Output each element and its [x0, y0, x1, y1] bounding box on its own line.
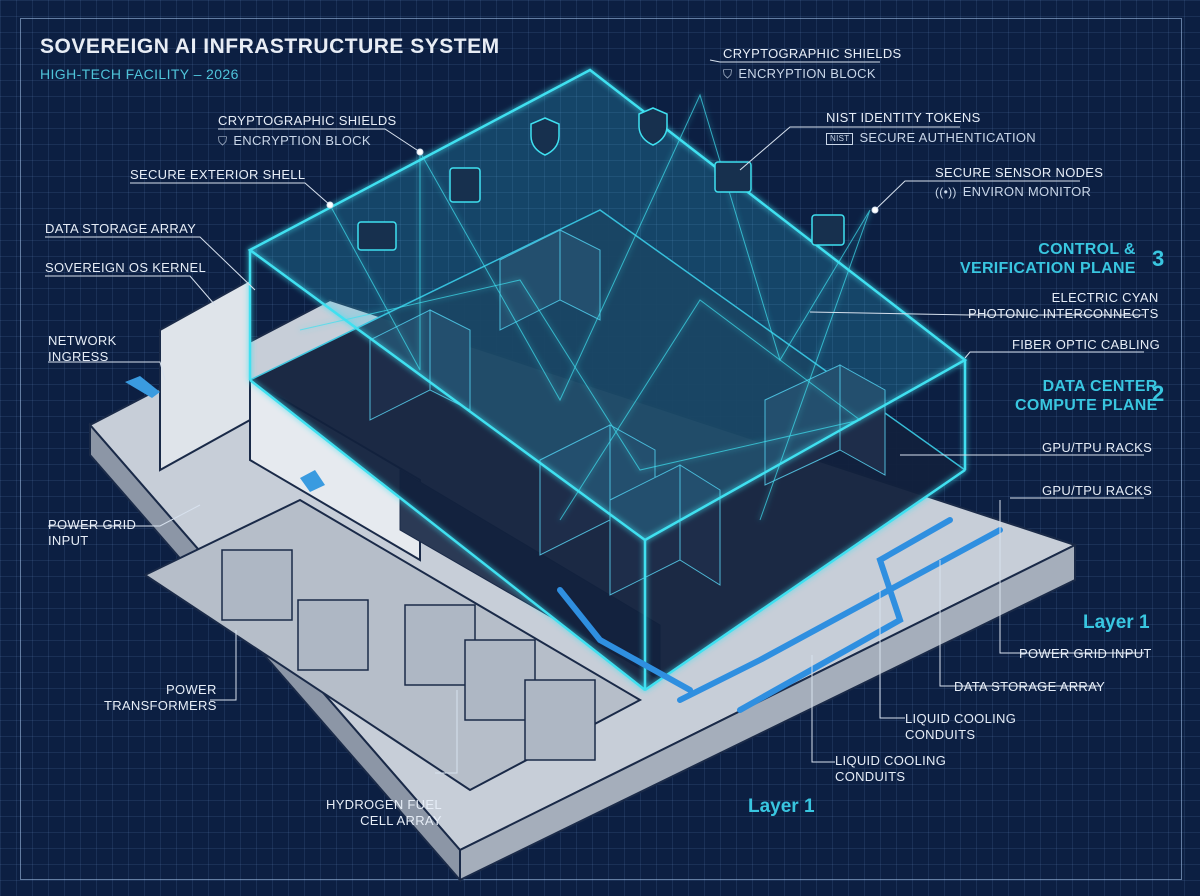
shield-icon [638, 107, 668, 146]
shield-check-icon: ⛉ [218, 134, 228, 148]
page-subtitle: HIGH-TECH FACILITY – 2026 [40, 66, 239, 82]
label-sovereign-os-kernel: SOVEREIGN OS KERNEL [45, 260, 207, 275]
id-card-icon [714, 161, 752, 193]
label-line: CELL ARRAY [360, 813, 442, 828]
label-data-center-compute-plane: DATA CENTER COMPUTE PLANE [1015, 377, 1158, 415]
nist-badge-icon: NIST [826, 132, 854, 145]
label-line: CONDUITS [835, 769, 906, 784]
label-secure-sensor-nodes: SECURE SENSOR NODES ((•)) ENVIRON MONITOR [935, 165, 1103, 200]
label-control-verification-plane: CONTROL & VERIFICATION PLANE [960, 240, 1136, 278]
label-line: HYDROGEN FUEL [326, 797, 442, 812]
label-data-storage-array-right: DATA STORAGE ARRAY [954, 679, 1106, 694]
shield-icon [530, 117, 560, 156]
blueprint-frame [20, 18, 1182, 880]
plane-number-2: 2 [1152, 381, 1165, 406]
layer-label-right: Layer 1 [1083, 612, 1150, 633]
lock-icon [449, 167, 481, 203]
label-title: CRYPTOGRAPHIC SHIELDS [723, 46, 902, 61]
label-cryptographic-shields-top: CRYPTOGRAPHIC SHIELDS ⛉ ENCRYPTION BLOCK [723, 46, 901, 82]
label-nist-identity-tokens: NIST IDENTITY TOKENS NIST SECURE AUTHENTI… [826, 110, 1036, 146]
liquid-cooling-pipes [557, 517, 1003, 713]
label-line: DATA CENTER [1042, 378, 1158, 395]
label-cryptographic-shields-left: CRYPTOGRAPHIC SHIELDS ⛉ ENCRYPTION BLOCK [218, 113, 396, 149]
label-line: INPUT [48, 533, 89, 548]
label-line: ELECTRIC CYAN [1051, 290, 1159, 305]
sensor-icon [811, 214, 845, 246]
label-line: POWER [166, 682, 217, 697]
label-data-storage-array-left: DATA STORAGE ARRAY [45, 221, 197, 236]
nist-badge-icon [357, 221, 397, 251]
roof-security-icons [357, 107, 845, 251]
label-line: LIQUID COOLING [835, 753, 947, 768]
plane-number-3: 3 [1152, 246, 1165, 271]
label-secure-exterior-shell: SECURE EXTERIOR SHELL [130, 167, 306, 182]
label-line: NETWORK [48, 333, 117, 348]
flow-arrows [125, 376, 325, 492]
label-sub: ENVIRON MONITOR [962, 184, 1092, 199]
label-line: PHOTONIC INTERCONNECTS [968, 306, 1159, 321]
label-line: VERIFICATION PLANE [960, 260, 1136, 277]
label-sub: ENCRYPTION BLOCK [233, 133, 371, 148]
label-line: TRANSFORMERS [104, 698, 217, 713]
glass-enclosure [247, 68, 968, 692]
shield-check-icon: ⛉ [723, 67, 733, 81]
page-title: SOVEREIGN AI INFRASTRUCTURE SYSTEM [40, 35, 500, 58]
layer-label-bottom: Layer 1 [748, 796, 815, 817]
label-title: SECURE SENSOR NODES [935, 165, 1104, 180]
label-gpu-tpu-racks-1: GPU/TPU RACKS [1042, 440, 1153, 455]
label-sub: ENCRYPTION BLOCK [738, 66, 876, 81]
power-equipment [221, 549, 596, 761]
label-line: LIQUID COOLING [905, 711, 1017, 726]
label-line: POWER GRID [48, 517, 137, 532]
label-power-grid-input-right: POWER GRID INPUT [1019, 646, 1152, 661]
label-gpu-tpu-racks-2: GPU/TPU RACKS [1042, 483, 1153, 498]
label-sub: SECURE AUTHENTICATION [859, 130, 1036, 145]
label-line: CONDUITS [905, 727, 976, 742]
label-line: INGRESS [48, 349, 109, 364]
label-fiber-optic-cabling: FIBER OPTIC CABLING [1012, 337, 1161, 352]
label-line: CONTROL & [1038, 241, 1136, 258]
leader-lines [45, 59, 1144, 774]
label-title: NIST IDENTITY TOKENS [826, 110, 981, 125]
wireless-sensor-icon: ((•)) [935, 185, 957, 199]
label-title: CRYPTOGRAPHIC SHIELDS [218, 113, 397, 128]
label-line: COMPUTE PLANE [1015, 397, 1158, 414]
